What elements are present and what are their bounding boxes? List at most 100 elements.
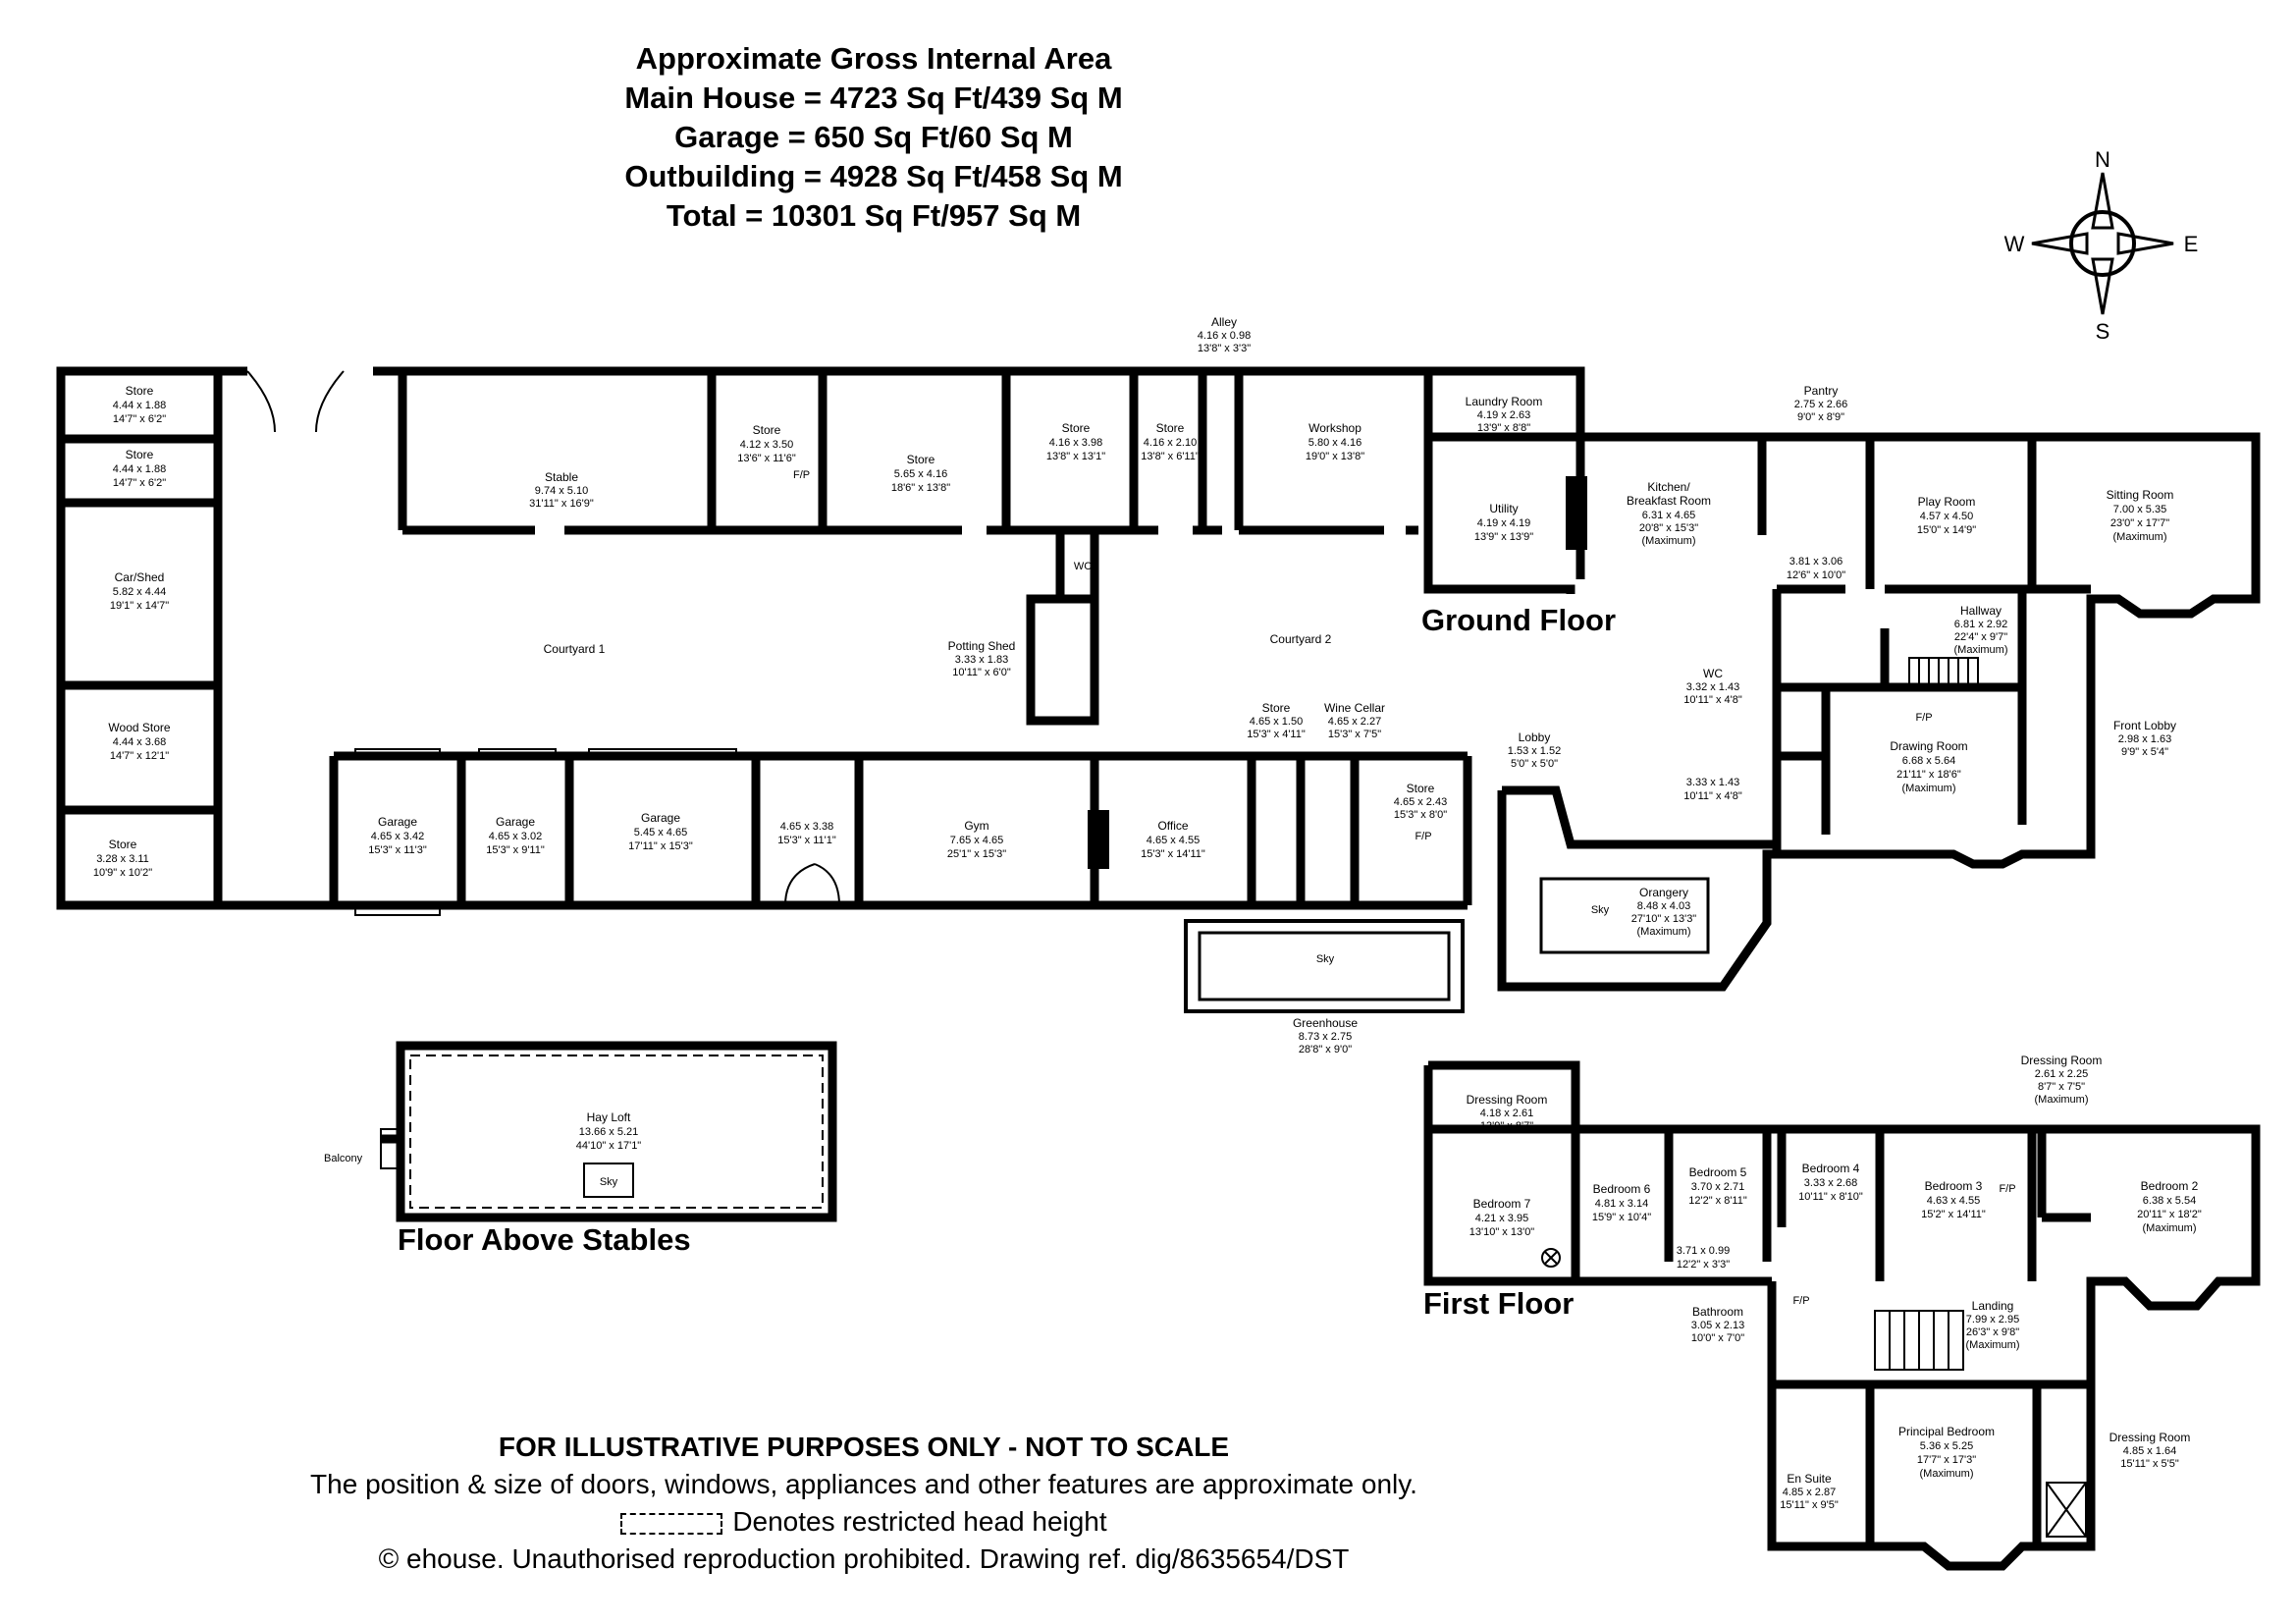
greenhouse-sky-label: Sky	[1316, 953, 1335, 965]
svg-text:13.66 x 5.21: 13.66 x 5.21	[579, 1126, 639, 1138]
svg-text:Store: Store	[1262, 701, 1291, 715]
room-dressing-2: Dressing Room 2.61 x 2.25 8'7" x 7'5" (M…	[2021, 1054, 2103, 1106]
wc-outbuilding: WC	[1074, 561, 1092, 572]
hayloft-sky-label: Sky	[600, 1176, 618, 1188]
svg-text:10'11" x 4'8": 10'11" x 4'8"	[1683, 694, 1742, 706]
svg-text:18'6" x 13'8": 18'6" x 13'8"	[891, 482, 950, 494]
svg-text:(Maximum): (Maximum)	[2113, 531, 2167, 543]
main-house-area: Main House = 4723 Sq Ft/439 Sq M	[624, 81, 1123, 115]
svg-text:Store: Store	[753, 423, 781, 437]
room-orangery: Orangery 8.48 x 4.03 27'10" x 13'3" (Max…	[1631, 886, 1697, 938]
svg-text:14'7" x 6'2": 14'7" x 6'2"	[113, 477, 166, 489]
disclaimer-text: The position & size of doors, windows, a…	[310, 1469, 1417, 1499]
room-store-e: Store 5.65 x 4.16 18'6" x 13'8"	[891, 453, 950, 494]
svg-text:(Maximum): (Maximum)	[2143, 1222, 2197, 1234]
room-381x306: 3.81 x 3.06 12'6" x 10'0"	[1787, 556, 1845, 581]
orangery-sky	[1539, 877, 1710, 954]
room-garage-1: Garage 4.65 x 3.42 15'3" x 11'3"	[368, 815, 427, 856]
svg-text:15'3" x 4'11": 15'3" x 4'11"	[1247, 729, 1306, 740]
svg-text:(Maximum): (Maximum)	[1920, 1468, 1974, 1480]
room-store-i: Store 4.65 x 2.43 15'3" x 8'0"	[1394, 782, 1447, 821]
svg-text:Orangery: Orangery	[1639, 886, 1688, 899]
room-store-g: Store 4.16 x 2.10 13'8" x 6'11"	[1141, 421, 1200, 462]
svg-text:13'10" x 13'0": 13'10" x 13'0"	[1469, 1226, 1535, 1238]
svg-text:25'1" x 15'3": 25'1" x 15'3"	[947, 848, 1006, 860]
svg-text:WC: WC	[1703, 667, 1723, 680]
ground-floor-label: Ground Floor	[1421, 603, 1616, 637]
svg-text:3.71 x 0.99: 3.71 x 0.99	[1677, 1245, 1730, 1257]
svg-text:15'11" x 5'5": 15'11" x 5'5"	[2120, 1458, 2179, 1470]
room-pantry: Pantry 2.75 x 2.66 9'0" x 8'9"	[1794, 384, 1847, 423]
room-store-f: Store 4.16 x 3.98 13'8" x 13'1"	[1046, 421, 1105, 462]
svg-text:Store: Store	[1407, 782, 1435, 795]
svg-text:4.65 x 3.38: 4.65 x 3.38	[780, 821, 833, 833]
room-wc-ground: WC 3.32 x 1.43 10'11" x 4'8"	[1683, 667, 1742, 706]
svg-text:Bedroom 6: Bedroom 6	[1593, 1182, 1651, 1196]
area-title: Approximate Gross Internal Area	[635, 41, 1112, 76]
svg-text:5'0" x 5'0": 5'0" x 5'0"	[1511, 758, 1558, 770]
svg-text:7.65 x 4.65: 7.65 x 4.65	[950, 835, 1003, 846]
svg-text:6.38 x 5.54: 6.38 x 5.54	[2143, 1195, 2196, 1207]
svg-text:(Maximum): (Maximum)	[1966, 1339, 2020, 1351]
svg-text:Greenhouse: Greenhouse	[1293, 1016, 1358, 1030]
copyright-text: © ehouse. Unauthorised reproduction proh…	[378, 1543, 1350, 1574]
svg-text:Garage: Garage	[641, 811, 680, 825]
svg-text:4.65 x 4.55: 4.65 x 4.55	[1147, 835, 1200, 846]
svg-text:15'9" x 10'4": 15'9" x 10'4"	[1592, 1212, 1651, 1223]
svg-text:Potting Shed: Potting Shed	[948, 639, 1016, 653]
svg-text:13'6" x 11'6": 13'6" x 11'6"	[737, 453, 796, 464]
svg-text:Car/Shed: Car/Shed	[115, 570, 165, 584]
svg-text:(Maximum): (Maximum)	[1637, 926, 1691, 938]
orangery-sky-label: Sky	[1591, 904, 1610, 916]
svg-text:(Maximum): (Maximum)	[1954, 644, 2008, 656]
svg-text:13'9" x 13'9": 13'9" x 13'9"	[1474, 531, 1533, 543]
svg-text:15'3" x 9'11": 15'3" x 9'11"	[486, 844, 545, 856]
fireplace-label-bedroom-3: F/P	[1999, 1183, 2015, 1195]
svg-text:26'3" x 9'8": 26'3" x 9'8"	[1966, 1326, 2019, 1338]
svg-text:3.33 x 1.43: 3.33 x 1.43	[1686, 777, 1739, 788]
room-dressing-3: Dressing Room 4.85 x 1.64 15'11" x 5'5"	[2109, 1431, 2191, 1470]
room-bedroom-5: Bedroom 5 3.70 x 2.71 12'2" x 8'11"	[1688, 1165, 1747, 1207]
ground-floor-walls	[1423, 366, 2261, 992]
svg-text:14'7" x 6'2": 14'7" x 6'2"	[113, 413, 166, 425]
svg-text:4.81 x 3.14: 4.81 x 3.14	[1595, 1198, 1648, 1210]
svg-text:2.75 x 2.66: 2.75 x 2.66	[1794, 399, 1847, 410]
fireplace-label-drawing: F/P	[1915, 712, 1932, 724]
svg-text:Bedroom 3: Bedroom 3	[1925, 1179, 1983, 1193]
svg-text:13'9" x 8'8": 13'9" x 8'8"	[1477, 422, 1530, 434]
courtyard-2-label: Courtyard 2	[1270, 632, 1332, 646]
svg-text:Alley: Alley	[1211, 315, 1237, 329]
svg-text:Dressing Room: Dressing Room	[1467, 1093, 1548, 1107]
room-wood-store: Wood Store 4.44 x 3.68 14'7" x 12'1"	[108, 721, 170, 762]
svg-text:Landing: Landing	[1972, 1299, 2014, 1313]
svg-text:9'9" x 5'4": 9'9" x 5'4"	[2121, 746, 2168, 758]
room-potting-shed: Potting Shed 3.33 x 1.83 10'11" x 6'0"	[948, 639, 1016, 678]
svg-text:Front Lobby: Front Lobby	[2113, 719, 2176, 732]
svg-text:Garage: Garage	[496, 815, 535, 829]
svg-text:Laundry Room: Laundry Room	[1466, 395, 1543, 408]
svg-text:12'6" x 10'0": 12'6" x 10'0"	[1787, 569, 1845, 581]
svg-text:8.48 x 4.03: 8.48 x 4.03	[1637, 900, 1690, 912]
restricted-height-icon	[620, 1512, 723, 1535]
above-stables-label: Floor Above Stables	[398, 1222, 691, 1257]
room-gym: Gym 7.65 x 4.65 25'1" x 15'3"	[947, 819, 1006, 860]
svg-text:6.31 x 4.65: 6.31 x 4.65	[1642, 510, 1695, 521]
svg-text:2.98 x 1.63: 2.98 x 1.63	[2118, 733, 2171, 745]
room-bedroom-4: Bedroom 4 3.33 x 2.68 10'11" x 8'10"	[1798, 1162, 1863, 1203]
svg-text:22'4" x 9'7": 22'4" x 9'7"	[1954, 631, 2007, 643]
room-stable: Stable 9.74 x 5.10 31'11" x 16'9"	[529, 470, 594, 510]
svg-text:31'11" x 16'9": 31'11" x 16'9"	[529, 498, 594, 510]
svg-text:Stable: Stable	[545, 470, 578, 484]
svg-text:Hallway: Hallway	[1960, 604, 2002, 618]
svg-text:4.65 x 2.27: 4.65 x 2.27	[1328, 716, 1381, 728]
svg-text:10'11" x 6'0": 10'11" x 6'0"	[952, 667, 1011, 678]
restricted-height-legend: Denotes restricted head height	[0, 1503, 1728, 1541]
svg-text:4.85 x 1.64: 4.85 x 1.64	[2123, 1445, 2176, 1457]
svg-text:5.45 x 4.65: 5.45 x 4.65	[634, 827, 687, 839]
svg-text:Utility: Utility	[1489, 502, 1518, 515]
svg-text:15'11" x 9'5": 15'11" x 9'5"	[1780, 1499, 1839, 1511]
svg-text:Store: Store	[109, 838, 137, 851]
compass-north: N	[2095, 147, 2110, 172]
svg-text:15'0" x 14'9": 15'0" x 14'9"	[1917, 524, 1976, 536]
